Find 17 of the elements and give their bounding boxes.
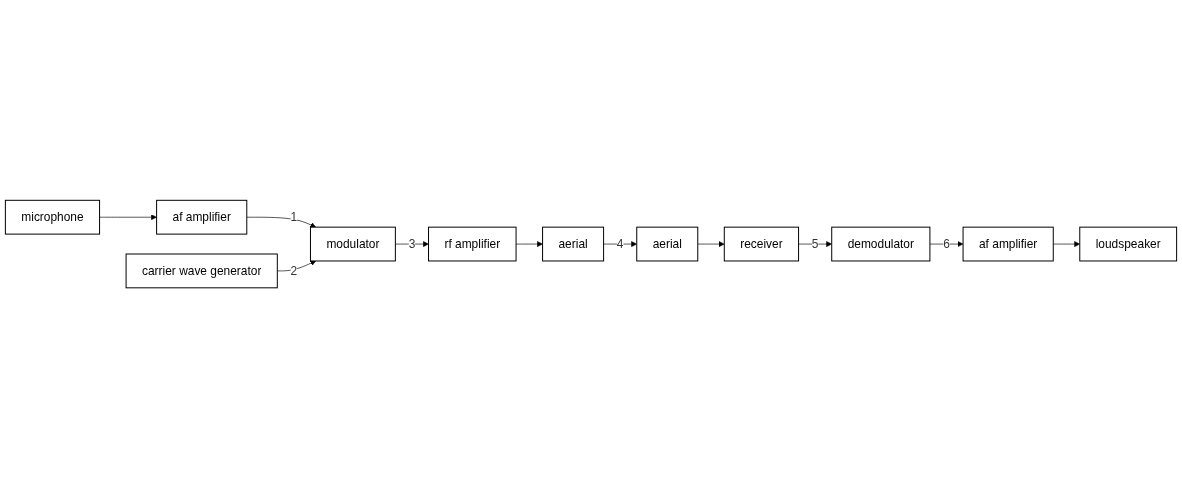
edge-label: 5 xyxy=(811,237,819,251)
node-box: aerial xyxy=(636,226,699,262)
node-box: carrier wave generator xyxy=(125,253,278,289)
edge-label: 2 xyxy=(290,263,298,278)
edge-label: 1 xyxy=(290,210,298,224)
edge-label: 4 xyxy=(616,237,624,251)
node-box: modulator xyxy=(309,226,396,262)
node-box: loudspeaker xyxy=(1079,226,1178,262)
node-box: receiver xyxy=(723,226,800,262)
node-box: aerial xyxy=(542,226,605,262)
node-box: af amplifier xyxy=(962,226,1054,262)
node-box: demodulator xyxy=(831,226,931,262)
edge-label: 6 xyxy=(943,237,950,251)
node-box: rf amplifier xyxy=(428,226,517,262)
node-box: microphone xyxy=(4,199,101,235)
edge-label: 3 xyxy=(408,237,416,251)
node-box: af amplifier xyxy=(156,199,248,235)
